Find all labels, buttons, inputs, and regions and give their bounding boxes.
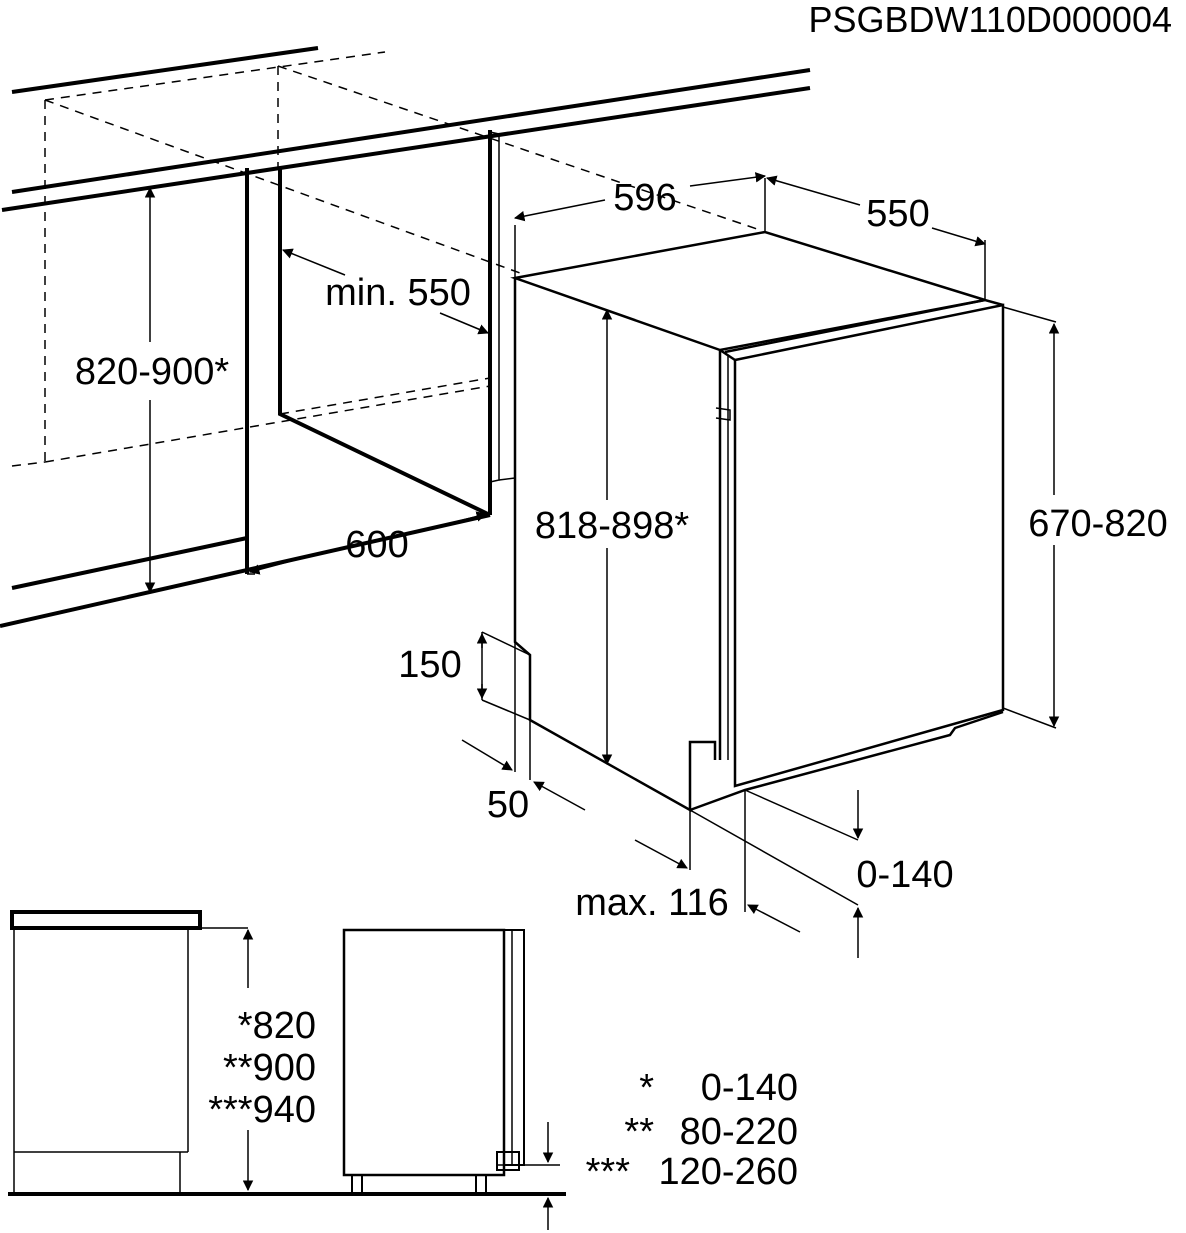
drawing-code: PSGBDW110D000004 <box>808 0 1172 40</box>
dim-appliance-height: 818-898* <box>535 505 689 547</box>
legend-mark-3: *** <box>586 1151 631 1193</box>
dim-niche-width: 600 <box>345 524 408 566</box>
dimension-lines <box>144 172 1060 958</box>
legend-value-1: 0-140 <box>701 1067 798 1109</box>
dim-gap-50: 50 <box>487 784 529 826</box>
side-height-900: **900 <box>223 1047 316 1089</box>
dim-max-116: max. 116 <box>575 882 728 924</box>
legend-mark-2: ** <box>624 1111 654 1153</box>
dim-min-550: min. 550 <box>325 272 471 314</box>
side-view-worktop <box>10 910 254 1194</box>
dim-niche-height: 820-900* <box>75 351 229 393</box>
side-height-940: ***940 <box>208 1089 316 1131</box>
legend-value-2: 80-220 <box>680 1111 798 1153</box>
dim-width-596: 596 <box>613 177 676 219</box>
dim-depth-550: 550 <box>866 193 929 235</box>
dim-door-height: 670-820 <box>1028 503 1167 545</box>
side-height-820: *820 <box>238 1005 316 1047</box>
legend-mark-1: * <box>639 1067 654 1109</box>
side-view-appliance <box>8 928 566 1230</box>
kitchen-niche <box>0 46 811 628</box>
legend-value-3: 120-260 <box>659 1151 798 1193</box>
dim-plinth-150: 150 <box>398 644 461 686</box>
dim-foot-adjust: 0-140 <box>856 854 953 896</box>
